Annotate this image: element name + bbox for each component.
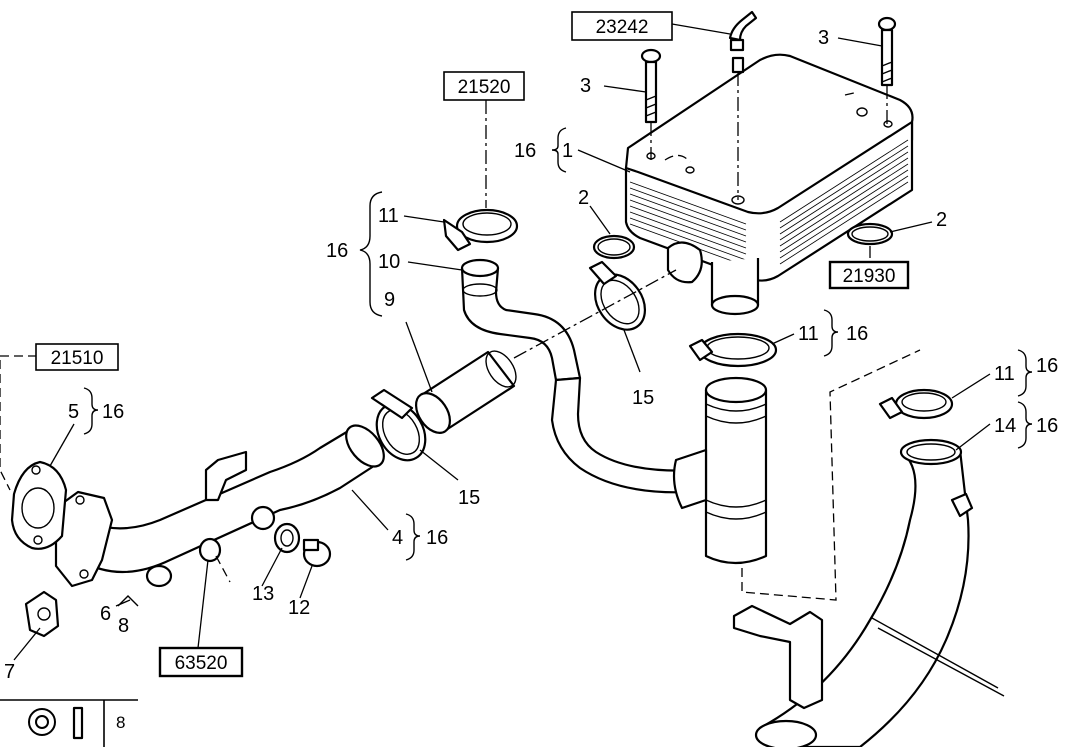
washer-icon: [28, 708, 56, 736]
callout-16-group: 16: [326, 240, 348, 262]
svg-text:21930: 21930: [843, 266, 896, 287]
pipe-fitting: [728, 10, 758, 200]
callout-16-middle: 16: [846, 323, 868, 345]
callout-15-lower: 15: [458, 487, 480, 509]
callout-7: 7: [4, 661, 15, 683]
quantity-legend: 8: [0, 699, 138, 747]
brace-group: [359, 191, 383, 317]
svg-text:63520: 63520: [175, 653, 228, 674]
plate-7: [24, 590, 60, 638]
clamp-11-top: [442, 208, 519, 252]
oil-cooler: [624, 53, 914, 316]
svg-text:21510: 21510: [51, 348, 104, 369]
callout-8: 8: [118, 615, 129, 637]
callout-11-right: 11: [994, 363, 1015, 385]
pipe-4: [54, 424, 385, 588]
hose-14: [754, 438, 1005, 747]
callout-11-middle: 11: [798, 323, 819, 345]
svg-text:21520: 21520: [458, 77, 511, 98]
clamp-15-lower: [370, 388, 427, 462]
clamp-11-right: [878, 388, 954, 420]
callout-5: 5: [68, 401, 79, 423]
callout-14: 14: [994, 415, 1016, 437]
clamp-11-middle: [688, 332, 778, 368]
callout-3-right: 3: [818, 27, 829, 49]
t-piece-connector: [672, 376, 768, 565]
callout-labels: 3 3 16 1 2 2 16 11 10 9 15 11 16 11 16 1…: [4, 27, 1058, 683]
callout-2-right: 2: [936, 209, 947, 231]
callout-1: 1: [562, 140, 573, 162]
seal-13: [273, 522, 301, 554]
callout-3-left: 3: [580, 75, 591, 97]
callout-13: 13: [252, 583, 274, 605]
callout-11-top: 11: [378, 205, 399, 227]
svg-text:23242: 23242: [596, 17, 649, 38]
callout-16-pipe: 16: [426, 527, 448, 549]
callout-16-right: 16: [1036, 355, 1058, 377]
callout-12: 12: [288, 597, 310, 619]
leader-lines: [13, 23, 991, 661]
callout-6: 6: [100, 603, 111, 625]
callout-4: 4: [392, 527, 403, 549]
brace-cooler: [551, 127, 567, 173]
ref-box-63520[interactable]: 63520: [158, 646, 244, 678]
callout-16-hose14: 16: [1036, 415, 1058, 437]
plug-12: [302, 538, 332, 568]
hose-9: [414, 350, 517, 434]
gasket-5: [10, 460, 68, 550]
ref-box-21520[interactable]: 21520: [443, 71, 525, 101]
ref-box-23242[interactable]: 23242: [571, 11, 673, 41]
washer-side-icon: [72, 706, 84, 740]
callout-16-gasket: 16: [102, 401, 124, 423]
bracket-lower: [732, 604, 824, 710]
callout-9: 9: [384, 289, 395, 311]
ref-box-21930[interactable]: 21930: [828, 260, 910, 290]
callout-2-left: 2: [578, 187, 589, 209]
clamp-15-upper: [588, 260, 647, 331]
svg-text:8: 8: [116, 713, 125, 732]
callout-15-upper: 15: [632, 387, 654, 409]
bolt-right: [877, 16, 897, 124]
ref-box-21510[interactable]: 21510: [35, 343, 119, 371]
callout-10: 10: [378, 251, 400, 273]
callout-16-cooler: 16: [514, 140, 536, 162]
